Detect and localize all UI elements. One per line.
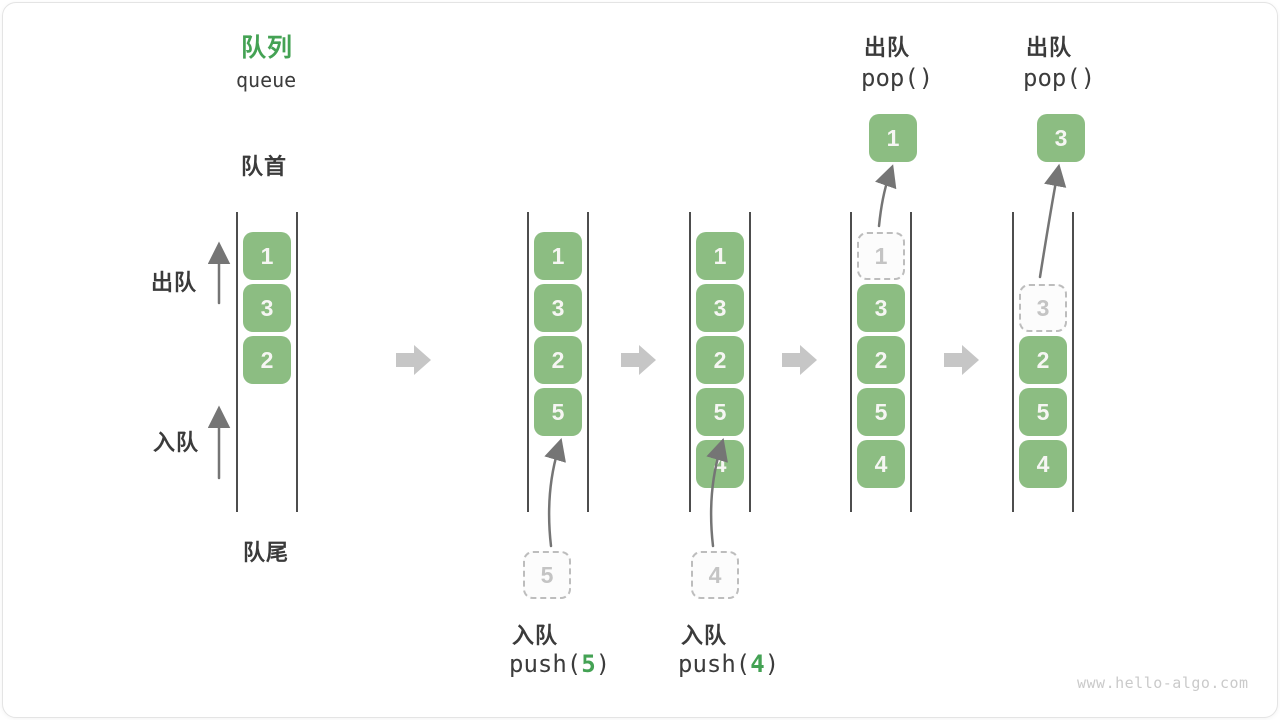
- dequeue-side-label: 出队: [151, 270, 198, 295]
- code-text: push(: [678, 650, 751, 678]
- queue-state-3-column: 1 3 2 5 4: [689, 212, 751, 512]
- queue-item-box: 4: [1019, 440, 1067, 488]
- queue-item-box: 4: [857, 440, 905, 488]
- enqueue-side-label: 入队: [153, 430, 200, 455]
- pop1-op-label: 出队: [864, 35, 911, 60]
- queue-front-label: 队首: [241, 154, 288, 179]
- ghost-item-box: 3: [1019, 284, 1067, 332]
- queue-state-4-column: 1 3 2 5 4: [850, 212, 912, 512]
- queue-item-box: 3: [696, 284, 744, 332]
- pop2-op-label: 出队: [1026, 35, 1073, 60]
- pop2-op-code: pop(): [1023, 64, 1096, 92]
- queue-item-box: 1: [696, 232, 744, 280]
- push4-op-code: push(4): [678, 650, 779, 678]
- queue-item-box: 2: [857, 336, 905, 384]
- queue-item-box: 4: [696, 440, 744, 488]
- watermark: www.hello-algo.com: [1077, 674, 1249, 692]
- incoming-item-box: 4: [691, 551, 739, 599]
- queue-item-box: 1: [534, 232, 582, 280]
- queue-item-box: 2: [696, 336, 744, 384]
- queue-item-box: 2: [243, 336, 291, 384]
- queue-item-box: 5: [857, 388, 905, 436]
- ghost-item-box: 1: [857, 232, 905, 280]
- popped-item-box: 1: [869, 114, 917, 162]
- queue-item-box: 5: [534, 388, 582, 436]
- queue-state-1-column: 1 3 2: [236, 212, 298, 512]
- pop1-op-code: pop(): [861, 64, 934, 92]
- page-subtitle: queue: [236, 68, 297, 92]
- queue-state-2-column: 1 3 2 5: [527, 212, 589, 512]
- transition-arrow-icon: [396, 345, 431, 375]
- queue-item-box: 5: [696, 388, 744, 436]
- queue-item-box: 5: [1019, 388, 1067, 436]
- code-text: ): [595, 650, 611, 678]
- transition-arrow-icon: [621, 345, 656, 375]
- queue-rear-label: 队尾: [243, 540, 290, 565]
- queue-item-box: 3: [243, 284, 291, 332]
- code-text: ): [764, 650, 780, 678]
- popped-item-box: 3: [1037, 114, 1085, 162]
- queue-item-box: 3: [534, 284, 582, 332]
- push5-op-code: push(5): [509, 650, 610, 678]
- incoming-item-box: 5: [523, 551, 571, 599]
- transition-arrow-icon: [944, 345, 979, 375]
- push4-op-label: 入队: [681, 623, 728, 648]
- code-text: push(: [509, 650, 582, 678]
- queue-item-box: 3: [857, 284, 905, 332]
- queue-item-box: 2: [1019, 336, 1067, 384]
- page-title: 队列: [241, 34, 294, 62]
- push5-op-label: 入队: [512, 623, 559, 648]
- code-arg: 4: [750, 650, 765, 678]
- queue-state-5-column: 3 2 5 4: [1012, 212, 1074, 512]
- queue-item-box: 1: [243, 232, 291, 280]
- queue-item-box: 2: [534, 336, 582, 384]
- transition-arrow-icon: [782, 345, 817, 375]
- code-arg: 5: [581, 650, 596, 678]
